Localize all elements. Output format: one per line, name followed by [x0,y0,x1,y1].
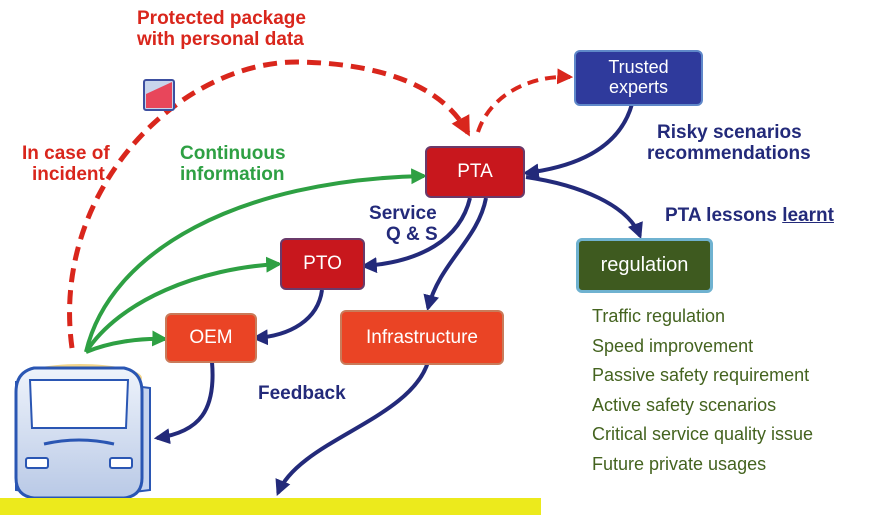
arrow-pta-to-experts [476,68,574,133]
service-qs-label: Service Q & S [369,203,438,246]
regulation-item: Critical service quality issue [592,424,814,444]
feedback-label: Feedback [258,383,346,404]
regulation-item: Passive safety requirement [592,365,810,385]
trusted-experts-box: Trusted experts [574,50,703,106]
regulation-item: Speed improvement [592,335,754,356]
regulation-items-list: Traffic regulation Speed improvement Pas… [592,302,813,479]
arrow-pto-to-oem [251,289,324,346]
arrow-pta-to-infrastructure [423,197,488,312]
pto-box: PTO [280,238,365,290]
regulation-box: regulation [576,238,713,293]
oem-box: OEM [165,313,257,363]
arrow-experts-to-pta [522,103,634,180]
arrow-pta-to-pto [360,197,472,274]
arrow-vehicle-to-pto [84,256,283,354]
vehicle-icon [14,364,151,500]
infrastructure-box: Infrastructure [340,310,504,365]
pta-lessons-label: PTA lessons learnt [665,205,834,226]
protected-package-label: Protected package with personal data [137,8,306,51]
arrow-pta-to-regulation [525,175,643,239]
continuous-information-label: Continuous information [180,143,286,186]
regulation-item: Active safety scenarios [592,394,777,415]
arrow-vehicle-to-pta [84,168,428,353]
risky-scenarios-label: Risky scenarios recommendations [647,122,811,165]
incident-label: In case of incident [22,143,110,186]
data-package-icon [143,79,175,111]
road-ground-bar [0,498,541,515]
regulation-item: Traffic regulation [592,306,726,326]
regulation-item: Future private usages [592,453,767,474]
pta-box: PTA [425,146,525,198]
arrow-oem-to-vehicle [153,361,215,445]
arrow-incident-to-pta [67,59,471,349]
arrow-infrastructure-to-ground [275,361,430,496]
arrow-vehicle-to-oem [85,330,169,354]
